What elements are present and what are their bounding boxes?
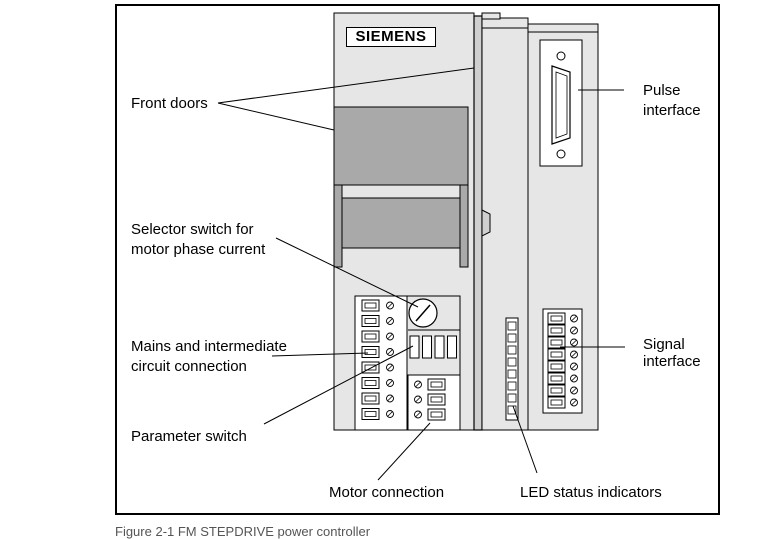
label-pulse-line1: Pulse bbox=[643, 82, 681, 99]
front-door-lower bbox=[339, 197, 465, 249]
signal-terminal-screw bbox=[570, 338, 578, 347]
mains-terminal-screw bbox=[386, 301, 394, 310]
motor-terminal bbox=[427, 378, 446, 391]
parameter-switches bbox=[409, 335, 457, 359]
mains-terminal-screw bbox=[386, 317, 394, 325]
motor-terminal bbox=[427, 408, 446, 421]
mains-terminal bbox=[361, 377, 380, 389]
mains-terminal bbox=[361, 299, 380, 312]
mains-terminal bbox=[361, 330, 380, 343]
led-indicator bbox=[507, 357, 517, 367]
signal-terminal-screw bbox=[570, 350, 578, 359]
label-motor-connection: Motor connection bbox=[329, 484, 445, 501]
figure-caption: Figure 2-1 FM STEPDRIVE power controller bbox=[115, 524, 371, 539]
signal-terminal-screw bbox=[570, 398, 578, 407]
signal-terminal bbox=[547, 372, 566, 385]
signal-terminal-screw bbox=[570, 362, 578, 371]
signal-terminal bbox=[547, 312, 566, 325]
mains-terminal bbox=[361, 361, 380, 374]
signal-terminal bbox=[547, 396, 566, 409]
motor-terminal bbox=[427, 393, 446, 406]
label-led-status: LED status indicators bbox=[520, 484, 662, 501]
signal-terminal bbox=[547, 324, 566, 337]
label-parameter-switch: Parameter switch bbox=[131, 428, 247, 445]
signal-terminal bbox=[547, 348, 566, 361]
signal-terminal-screw bbox=[570, 386, 578, 395]
signal-terminal bbox=[547, 384, 566, 397]
led-indicator bbox=[507, 333, 517, 343]
motor-terminal-screw bbox=[414, 380, 422, 389]
mains-terminal-screw bbox=[386, 332, 394, 341]
leader-lines bbox=[217, 67, 625, 481]
mains-terminal-screw bbox=[386, 410, 394, 418]
siemens-brand: SIEMENS bbox=[346, 27, 436, 47]
led-indicator bbox=[507, 393, 517, 403]
side-latch bbox=[481, 209, 491, 237]
motor-terminals bbox=[414, 378, 446, 421]
led-indicator bbox=[507, 405, 517, 415]
door-hinge-left bbox=[333, 184, 343, 268]
mains-terminal bbox=[361, 346, 380, 358]
motor-terminal-screw bbox=[414, 410, 422, 419]
mains-terminal-screw bbox=[386, 348, 394, 356]
mains-terminal bbox=[361, 315, 380, 327]
label-front-doors: Front doors bbox=[131, 95, 208, 112]
led-strip bbox=[505, 317, 519, 421]
label-selector-switch-line2: motor phase current bbox=[131, 241, 266, 258]
led-indicator bbox=[507, 369, 517, 379]
mains-terminal bbox=[361, 408, 380, 420]
mains-terminal bbox=[361, 392, 380, 405]
dip-switch bbox=[409, 335, 420, 359]
dip-switch bbox=[422, 335, 432, 359]
signal-terminal bbox=[547, 336, 566, 349]
label-selector-switch-line1: Selector switch for bbox=[131, 221, 254, 238]
signal-terminals bbox=[547, 312, 578, 409]
mains-terminal-screw bbox=[386, 394, 394, 403]
mains-terminal-screw bbox=[386, 379, 394, 387]
label-mains-line2: circuit connection bbox=[131, 358, 247, 375]
led-indicator bbox=[507, 321, 517, 331]
signal-terminal-screw bbox=[570, 326, 578, 335]
signal-terminal bbox=[547, 360, 566, 373]
mains-terminal-screw bbox=[386, 363, 394, 372]
led-indicator bbox=[507, 381, 517, 391]
signal-terminal-screw bbox=[570, 314, 578, 323]
label-signal-line1: Signal bbox=[643, 336, 685, 353]
label-mains-line1: Mains and intermediate bbox=[131, 338, 287, 355]
signal-terminal-screw bbox=[570, 374, 578, 383]
dip-switch bbox=[447, 335, 457, 359]
led-indicators bbox=[507, 321, 517, 415]
front-door-upper bbox=[333, 106, 469, 186]
led-indicator bbox=[507, 345, 517, 355]
motor-terminal-screw bbox=[414, 395, 422, 404]
door-hinge-right bbox=[459, 184, 469, 268]
mains-terminals bbox=[361, 299, 394, 420]
label-pulse-line2: interface bbox=[643, 102, 701, 119]
sub-d-connector bbox=[551, 65, 571, 145]
module-divider-strip bbox=[473, 15, 483, 431]
dip-switch bbox=[434, 335, 445, 359]
label-signal-line2: interface bbox=[643, 353, 701, 370]
